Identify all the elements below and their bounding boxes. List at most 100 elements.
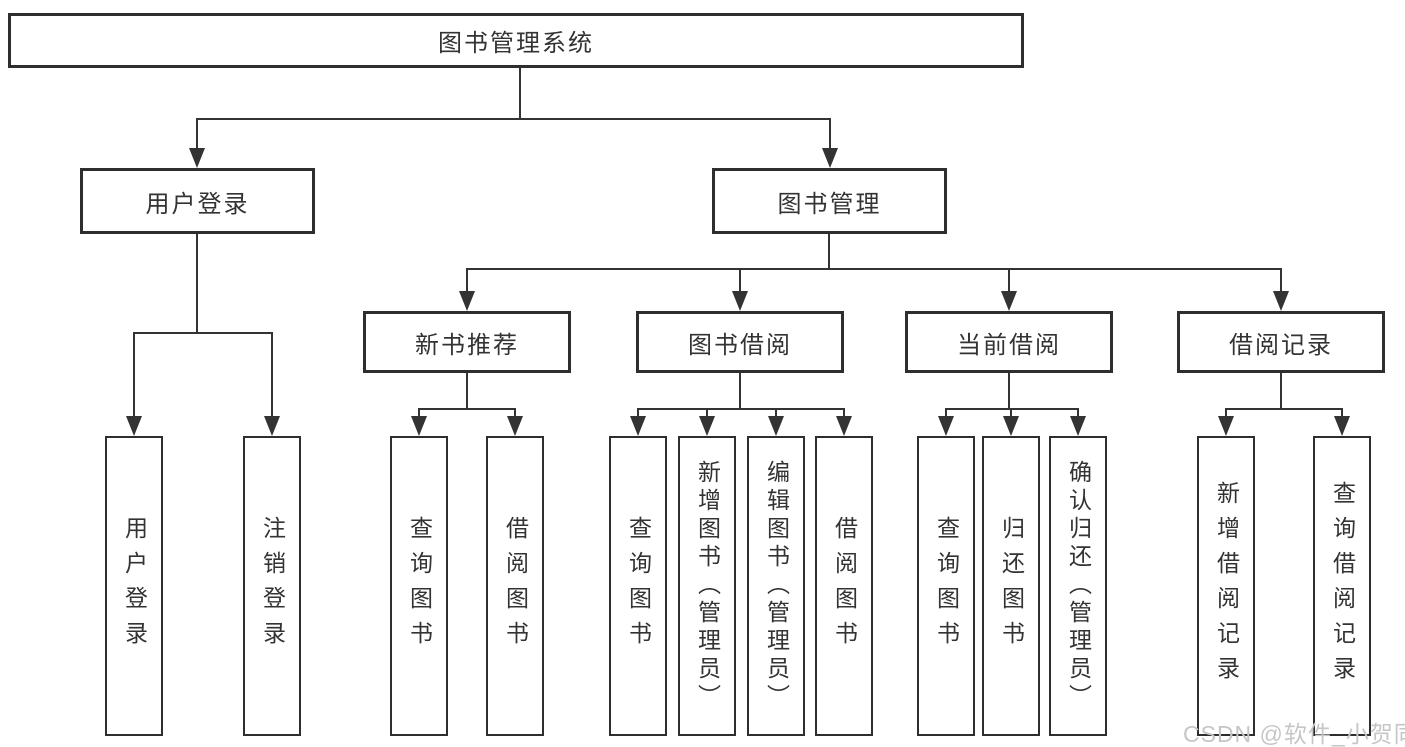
node-label: 当前借阅	[957, 331, 1061, 359]
arrowhead	[264, 416, 280, 436]
arrowhead	[459, 291, 475, 311]
leaf-user-login: 用户登录	[105, 436, 163, 736]
arrowhead	[507, 416, 523, 436]
connector-stem	[945, 408, 947, 416]
connector-drop	[630, 408, 646, 436]
arrowhead	[836, 416, 852, 436]
node-label: 确认归还（管理员）	[1065, 460, 1092, 712]
connector-recommend-hline	[418, 408, 516, 410]
leaf-add-borrow-record: 新增借阅记录	[1197, 436, 1255, 736]
arrowhead	[768, 416, 784, 436]
connector-stem	[637, 408, 639, 416]
connector-drop	[126, 332, 142, 436]
node-current-borrowing: 当前借阅	[905, 311, 1113, 373]
connector-stem	[271, 332, 273, 416]
arrowhead	[1003, 416, 1019, 436]
connector-level3-hline	[466, 268, 1282, 270]
connector-stem	[1341, 408, 1343, 416]
node-label: 查询图书	[625, 516, 652, 656]
connector-drop	[836, 408, 852, 436]
connector-drop	[459, 268, 475, 311]
connector-stem	[133, 332, 135, 416]
arrowhead	[126, 416, 142, 436]
connector-current-vline	[1008, 373, 1010, 410]
node-user-login: 用户登录	[80, 168, 315, 234]
node-label: 用户登录	[145, 190, 250, 218]
node-label: 借阅记录	[1229, 331, 1333, 359]
leaf-query-borrow-record: 查询借阅记录	[1313, 436, 1371, 736]
connector-user-login-vline	[196, 234, 198, 334]
leaf-borrow-books: 借阅图书	[815, 436, 873, 736]
arrowhead	[1001, 291, 1017, 311]
connector-stem	[1008, 268, 1010, 291]
connector-drop	[1070, 408, 1086, 436]
arrowhead	[411, 416, 427, 436]
connector-stem	[514, 408, 516, 416]
connector-drop	[768, 408, 784, 436]
connector-stem	[843, 408, 845, 416]
connector-drop	[1003, 408, 1019, 436]
leaf-logout: 注销登录	[243, 436, 301, 736]
connector-stem	[196, 118, 198, 148]
node-label: 查询图书	[933, 516, 960, 656]
connector-drop	[732, 268, 748, 311]
arrowhead	[1218, 416, 1234, 436]
node-book-management: 图书管理	[712, 168, 947, 234]
connector-drop	[264, 332, 280, 436]
connector-stem	[1077, 408, 1079, 416]
arrowhead	[1070, 416, 1086, 436]
arrowhead	[699, 416, 715, 436]
connector-drop	[1334, 408, 1350, 436]
leaf-add-book-admin: 新增图书（管理员）	[678, 436, 736, 736]
connector-stem	[1010, 408, 1012, 416]
connector-recommend-vline	[466, 373, 468, 410]
arrowhead	[1334, 416, 1350, 436]
connector-drop	[1273, 268, 1289, 311]
node-label: 编辑图书（管理员）	[763, 460, 790, 712]
arrowhead	[938, 416, 954, 436]
leaf-query-books-current: 查询图书	[917, 436, 975, 736]
connector-stem	[706, 408, 708, 416]
leaf-borrow-books-recommend: 借阅图书	[486, 436, 544, 736]
connector-records-vline	[1280, 373, 1282, 410]
arrowhead	[630, 416, 646, 436]
connector-drop	[411, 408, 427, 436]
node-borrow-records: 借阅记录	[1177, 311, 1385, 373]
connector-stem	[1280, 268, 1282, 291]
node-label: 新增借阅记录	[1213, 481, 1240, 691]
node-label: 用户登录	[121, 516, 148, 656]
arrowhead	[822, 148, 838, 168]
node-label: 借阅图书	[831, 516, 858, 656]
node-label: 注销登录	[259, 516, 286, 656]
csdn-watermark: CSDN @软件_小贺同学	[1183, 721, 1405, 747]
connector-drop	[1001, 268, 1017, 311]
node-label: 新增图书（管理员）	[694, 460, 721, 712]
arrowhead	[732, 291, 748, 311]
connector-drop	[938, 408, 954, 436]
arrowhead	[189, 148, 205, 168]
connector-stem	[466, 268, 468, 291]
connector-drop	[699, 408, 715, 436]
connector-drop	[1218, 408, 1234, 436]
connector-user-login-hline	[133, 332, 273, 334]
connector-stem	[775, 408, 777, 416]
connector-root-vline	[519, 68, 521, 120]
node-label: 新书推荐	[415, 331, 519, 359]
connector-drop	[507, 408, 523, 436]
connector-borrowing-vline	[739, 373, 741, 410]
leaf-query-books-recommend: 查询图书	[390, 436, 448, 736]
node-label: 借阅图书	[502, 516, 529, 656]
leaf-return-books: 归还图书	[982, 436, 1040, 736]
connector-stem	[829, 118, 831, 148]
connector-current-hline	[945, 408, 1079, 410]
node-library-management-system: 图书管理系统	[8, 13, 1024, 68]
connector-book-management-vline	[828, 234, 830, 270]
node-label: 归还图书	[998, 516, 1025, 656]
node-label: 查询借阅记录	[1329, 481, 1356, 691]
connector-stem	[418, 408, 420, 416]
connector-stem	[739, 268, 741, 291]
connector-drop	[822, 118, 838, 168]
node-label: 图书管理	[777, 190, 882, 218]
node-label: 查询图书	[406, 516, 433, 656]
